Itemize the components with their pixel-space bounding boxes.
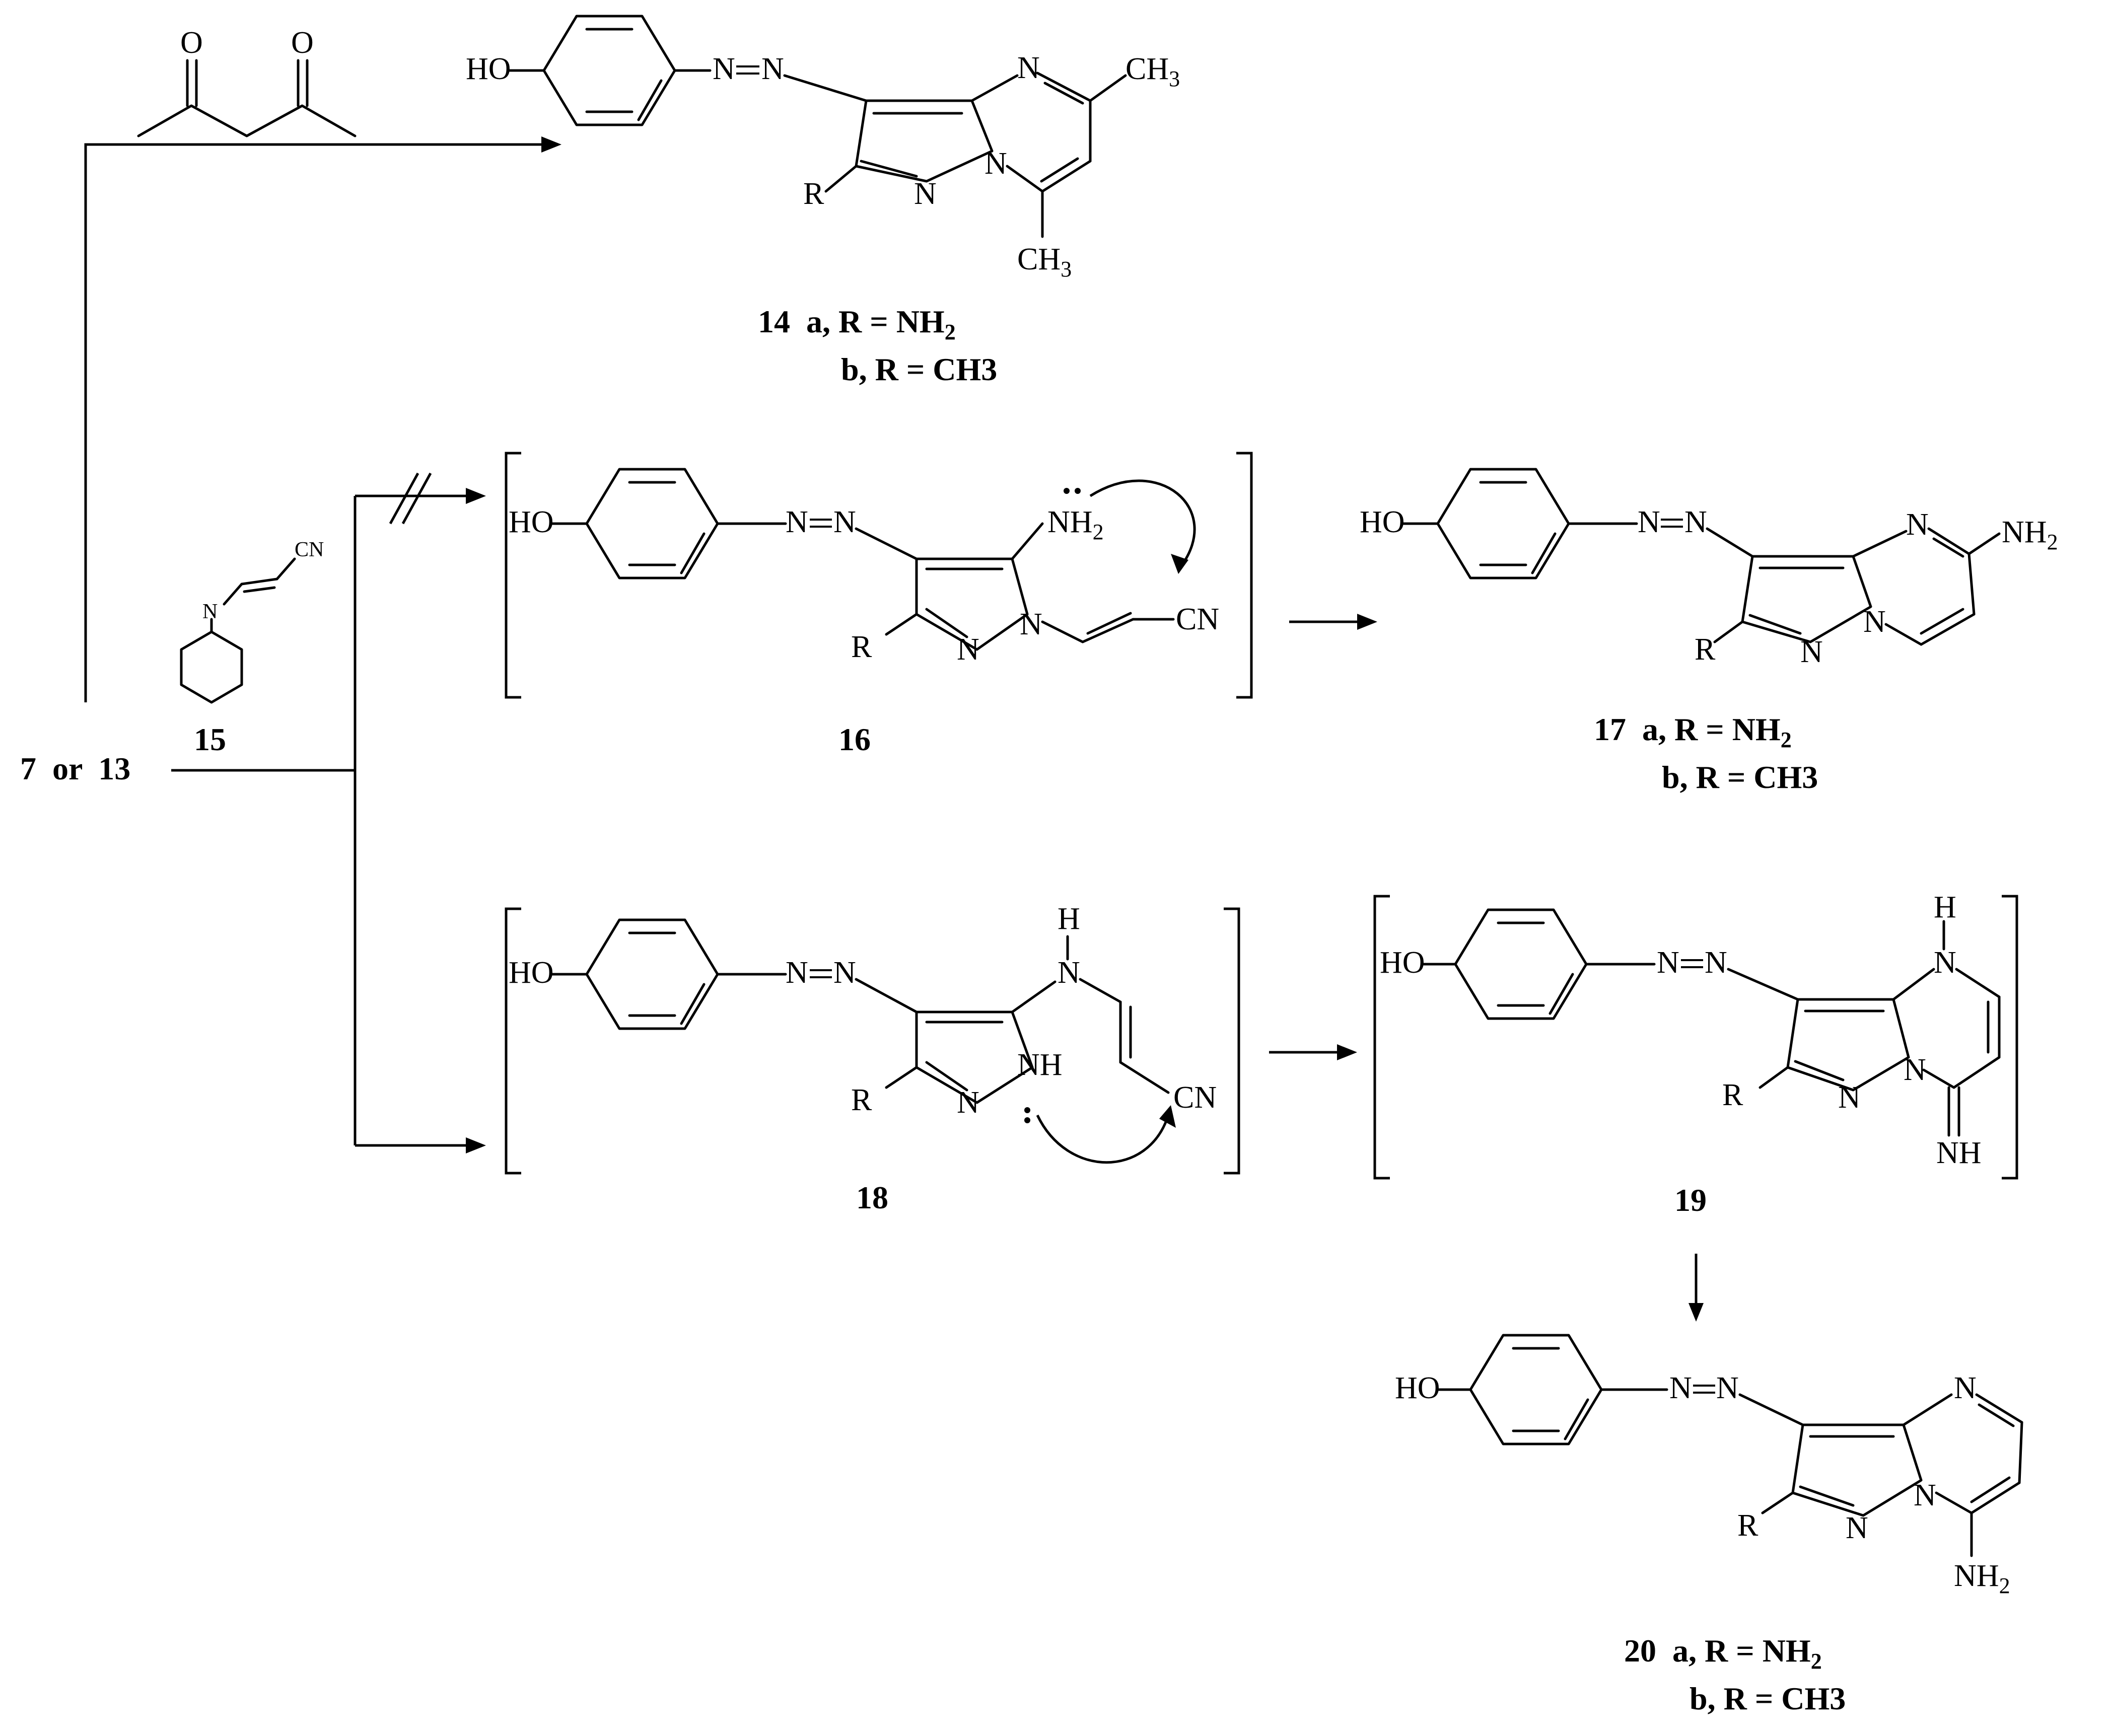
pyrazole-nitrogen-1: N (1904, 1053, 1926, 1087)
azo-nitrogen-1: N (786, 505, 808, 539)
compound-17: HO N N N N R N NH2 17 a, R = NH2 b, R = … (1360, 468, 2058, 795)
bracket-right-19 (2002, 895, 2018, 1180)
curved-arrow-18 (1036, 1114, 1170, 1164)
ring-hydrogen: H (1934, 890, 1956, 924)
reaction-arrows (84, 136, 1704, 1322)
blocked-mark-1 (389, 472, 419, 525)
flow-line-top (84, 143, 544, 702)
arrow-head-to-19 (1337, 1044, 1357, 1060)
arrow-head-to-17 (1357, 614, 1377, 630)
azo-nitrogen-1: N (786, 956, 808, 990)
azo-nitrogen-1: N (1669, 1371, 1692, 1405)
hydroxyl-label: HO (466, 52, 511, 86)
nitrile-label-15: CN (295, 538, 324, 561)
compound-18-number: 18 (856, 1180, 888, 1215)
curved-arrow-16 (1089, 479, 1196, 567)
starting-material-label: 7 or 13 (20, 751, 130, 786)
compound-20-label-b: b, R = CH3 (1690, 1681, 1846, 1716)
azo-nitrogen-2: N (1705, 946, 1727, 980)
pyrimidine-nitrogen: N (1017, 51, 1040, 85)
bracket-right-16 (1236, 452, 1253, 699)
r-group: R (1722, 1078, 1743, 1112)
carbonyl-oxygen-2: O (291, 26, 314, 60)
pyrazole-nitrogen-1: N (1020, 607, 1042, 641)
hydroxyl-label: HO (1360, 505, 1405, 539)
compound-15-number: 15 (194, 721, 226, 757)
azo-nitrogen-2: N (833, 956, 856, 990)
pyrazole-nitrogen-1: N (984, 147, 1007, 181)
bracket-left-19 (1373, 895, 1390, 1180)
hydroxyl-label: HO (509, 956, 554, 990)
r-group: R (803, 177, 824, 211)
azo-nitrogen-2: N (761, 52, 784, 86)
pyrazole-nitrogen-2: N (914, 177, 937, 211)
arrow-head-to-18 (466, 1137, 486, 1153)
pyrazole-nitrogen-2: N (957, 632, 979, 667)
r-group: R (851, 1083, 872, 1117)
hydroxyl-label: HO (509, 505, 554, 539)
compound-17-label-b: b, R = CH3 (1662, 759, 1818, 795)
r-group: R (1695, 632, 1716, 667)
pyrazole-nitrogen-1: N (1863, 605, 1886, 639)
carbonyl-oxygen-1: O (180, 26, 203, 60)
azo-nitrogen-2: N (1716, 1371, 1739, 1405)
compound-16-number: 16 (838, 721, 871, 757)
compound-20-label-a: 20 a, R = NH2 (1624, 1633, 1822, 1674)
blocked-mark-2 (401, 472, 432, 525)
hydroxyl-label: HO (1395, 1371, 1440, 1405)
compound-14-label-a: 14 a, R = NH2 (758, 304, 956, 344)
pyrazole-nitrogen-2: N (1800, 635, 1823, 669)
pyrazole-nh: NH (1017, 1048, 1063, 1082)
amine-nitrogen: N (1058, 956, 1080, 990)
compound-19: HO N N N N R N H NH 19 (1373, 890, 2018, 1218)
reagent-15: N CN 15 (180, 538, 324, 757)
pyrazole-nitrogen-1: N (1914, 1478, 1936, 1512)
azo-nitrogen-2: N (833, 505, 856, 539)
azo-nitrogen-2: N (1684, 505, 1707, 539)
compound-18: HO N N NH N R N H CN 18 (505, 902, 1240, 1215)
reagent-acetylacetone: O O (137, 26, 357, 137)
arrow-head-to-14 (541, 136, 561, 153)
nitrile-label-18: CN (1173, 1080, 1217, 1115)
compound-16: HO N N N N R NH2 CN 16 (505, 452, 1253, 757)
arrow-head-to-20 (1689, 1303, 1704, 1322)
amine-hydrogen: H (1058, 902, 1080, 936)
pyrazole-nitrogen: N (957, 1086, 979, 1120)
amino-group: NH2 (1047, 505, 1104, 544)
compound-20: HO N N N N R N NH2 20 a, R = NH2 b, R = … (1395, 1334, 2023, 1716)
r-group: R (1737, 1508, 1759, 1543)
compound-14: HO N N N N R N CH3 CH3 14 a, R = NH2 (466, 15, 1180, 387)
bracket-left-16 (505, 452, 521, 699)
pyrazole-nitrogen-2: N (1846, 1511, 1868, 1545)
azo-nitrogen-1: N (713, 52, 735, 86)
compound-14-label-b: b, R = CH3 (841, 351, 997, 387)
pyrimidine-nitrogen: N (1906, 508, 1929, 542)
amino-group: NH2 (1954, 1559, 2010, 1598)
bracket-right-18 (1224, 907, 1240, 1175)
methyl-top: CH3 (1126, 52, 1180, 91)
ring-nitrogen-nh: N (1934, 946, 1956, 980)
compound-19-number: 19 (1674, 1182, 1707, 1218)
bracket-left-18 (505, 907, 521, 1175)
compound-17-label-a: 17 a, R = NH2 (1594, 711, 1792, 752)
pyrazole-nitrogen-2: N (1838, 1080, 1861, 1115)
nitrile-label-16: CN (1176, 602, 1219, 636)
r-group: R (851, 630, 872, 664)
amino-group: NH2 (2002, 515, 2058, 554)
hydroxyl-label: HO (1380, 946, 1425, 980)
arrow-head-to-16 (466, 488, 486, 504)
azo-nitrogen-1: N (1638, 505, 1660, 539)
pyrimidine-nitrogen: N (1954, 1371, 1977, 1405)
piperidine-nitrogen: N (202, 600, 218, 623)
methyl-bottom: CH3 (1017, 242, 1072, 281)
imine-group: NH (1936, 1136, 1982, 1170)
azo-nitrogen-1: N (1657, 946, 1679, 980)
